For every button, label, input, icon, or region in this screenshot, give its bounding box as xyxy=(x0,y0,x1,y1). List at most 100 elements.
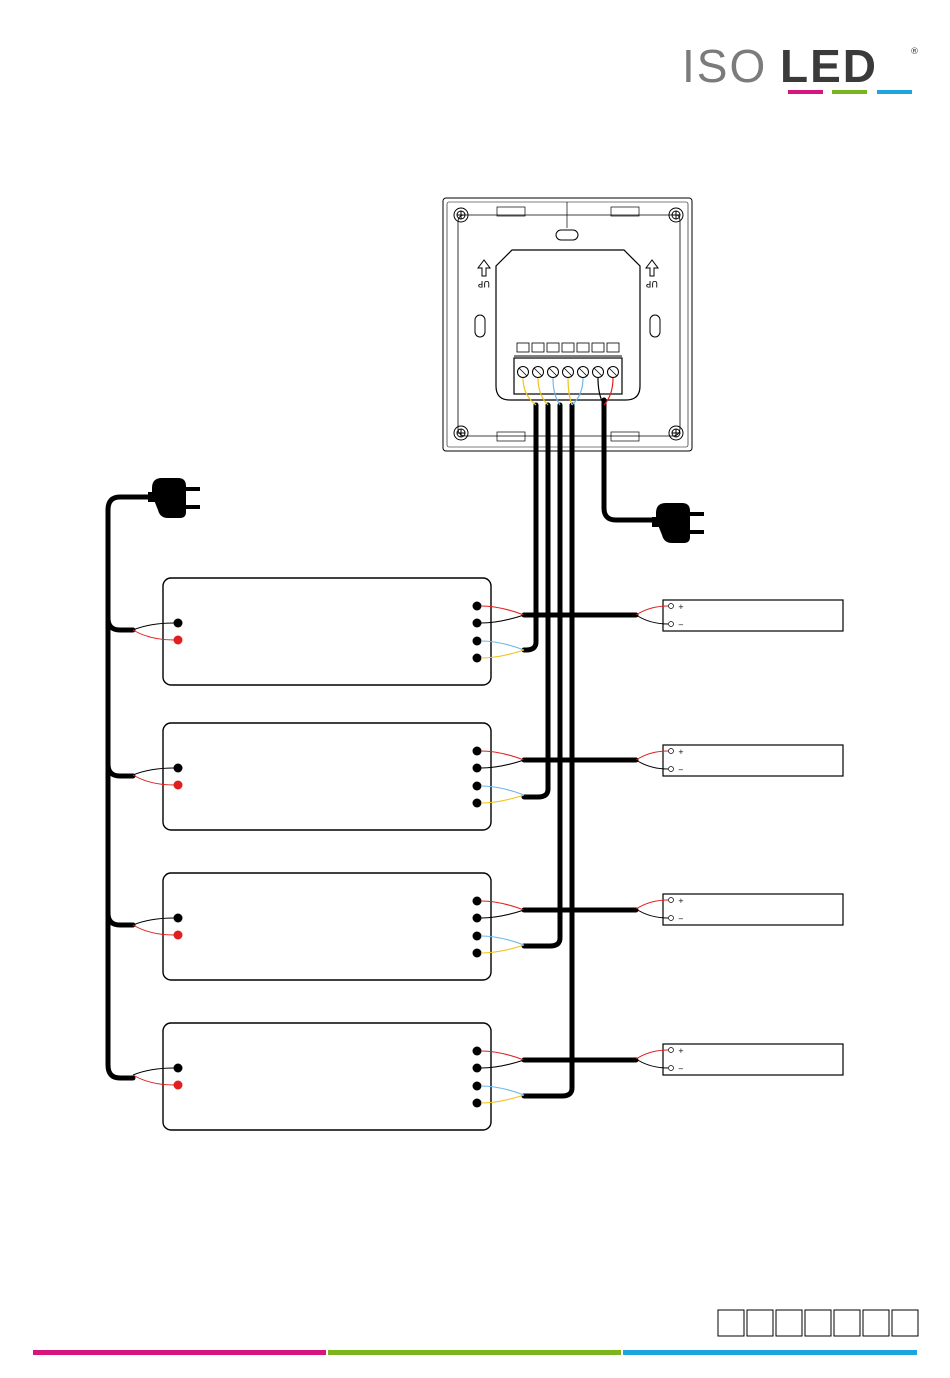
terminal-tab xyxy=(592,343,604,352)
terminal-screw-slot xyxy=(594,368,602,376)
receiver-terminal xyxy=(473,1082,482,1091)
up-label: UP xyxy=(477,278,490,288)
terminal-wire xyxy=(568,378,572,405)
receiver-terminal xyxy=(473,602,482,611)
power-plug-icon xyxy=(652,503,704,543)
mains-terminal-n xyxy=(174,1081,183,1090)
wiring-layer xyxy=(108,378,660,1096)
logo-text-bold: LED xyxy=(780,40,878,92)
strip-minus-label: − xyxy=(678,915,684,923)
receiver-wire xyxy=(481,615,524,623)
led-strip: +− xyxy=(636,894,843,925)
terminal-screw-slot xyxy=(549,368,557,376)
code-box xyxy=(834,1310,860,1336)
mains-terminal-l xyxy=(174,1064,183,1073)
code-box xyxy=(776,1310,802,1336)
mains-wire xyxy=(133,1068,174,1075)
mains-wire xyxy=(133,918,174,925)
strip-pad-plus xyxy=(669,749,674,754)
mains-terminal-n xyxy=(174,931,183,940)
mains-terminal-n xyxy=(174,636,183,645)
footer-bar-cyan xyxy=(623,1350,917,1355)
screw-icon xyxy=(454,426,468,440)
logo-registered: ® xyxy=(910,47,919,57)
receiver-wire xyxy=(481,945,524,953)
receiver-terminal xyxy=(473,1047,482,1056)
led-strip-body xyxy=(663,745,843,776)
receiver-wire xyxy=(481,901,524,910)
receiver-wire xyxy=(481,910,524,918)
footer-bar-green xyxy=(328,1350,621,1355)
strip-pad-minus xyxy=(669,622,674,627)
receiver-terminal xyxy=(473,1064,482,1073)
receiver-module xyxy=(133,873,524,980)
receiver-terminal xyxy=(473,949,482,958)
mains-wire xyxy=(133,768,174,775)
mains-terminal-l xyxy=(174,619,183,628)
terminal-tab xyxy=(562,343,574,352)
mains-branch xyxy=(108,618,133,630)
terminal-screw-slot xyxy=(564,368,572,376)
footer-bar-magenta xyxy=(33,1350,326,1355)
terminal-tab xyxy=(547,343,559,352)
receiver-wire xyxy=(481,751,524,760)
mains-wire xyxy=(133,630,174,640)
mains-terminal-l xyxy=(174,914,183,923)
receiver-terminal xyxy=(473,932,482,941)
led-strip-body xyxy=(663,894,843,925)
isoled-logo: ISO LED ® xyxy=(682,40,919,94)
receiver-housing xyxy=(163,578,491,685)
mains-wire xyxy=(133,623,174,630)
code-box xyxy=(718,1310,744,1336)
strip-plus-label: + xyxy=(678,897,684,905)
logo-bar-cyan xyxy=(877,90,912,94)
terminal-screw-slot xyxy=(609,368,617,376)
receiver-module xyxy=(133,1023,524,1130)
up-arrow-icon xyxy=(646,260,658,276)
terminal-screw-slot xyxy=(579,368,587,376)
led-strip: +− xyxy=(636,600,843,631)
receiver-terminal xyxy=(473,799,482,808)
terminal-screw-slot xyxy=(534,368,542,376)
terminal-tab xyxy=(517,343,529,352)
receiver-wire xyxy=(481,795,524,803)
logo-bar-magenta xyxy=(788,90,823,94)
receiver-terminal xyxy=(473,1099,482,1108)
mains-wire xyxy=(133,775,174,785)
receiver-wire xyxy=(481,1051,524,1060)
receiver-module xyxy=(133,723,524,830)
strip-minus-label: − xyxy=(678,766,684,774)
strip-pad-minus xyxy=(669,1066,674,1071)
wall-panel xyxy=(443,198,692,451)
strip-pad-plus xyxy=(669,898,674,903)
up-arrow-icon xyxy=(478,260,490,276)
receiver-terminal xyxy=(473,764,482,773)
code-box xyxy=(805,1310,831,1336)
mains-branch xyxy=(108,913,133,925)
mains-cable-right xyxy=(604,400,660,520)
code-box xyxy=(892,1310,918,1336)
logo-text-light: ISO xyxy=(682,40,767,92)
receiver-housing xyxy=(163,723,491,830)
terminal-wire xyxy=(553,378,560,405)
receiver-wire xyxy=(481,606,524,615)
terminal-screw-slot xyxy=(519,368,527,376)
mains-terminal-n xyxy=(174,781,183,790)
receiver-terminal xyxy=(473,619,482,628)
led-strip: +− xyxy=(636,745,843,776)
led-strip-body xyxy=(663,1044,843,1075)
power-plug-icon xyxy=(148,478,200,518)
terminal-pins xyxy=(517,343,619,378)
terminal-tab xyxy=(532,343,544,352)
receiver-terminal xyxy=(473,654,482,663)
mains-wire xyxy=(133,925,174,935)
terminal-tab xyxy=(607,343,619,352)
strip-pad-plus xyxy=(669,604,674,609)
code-box xyxy=(747,1310,773,1336)
receivers xyxy=(133,578,524,1130)
receiver-wire xyxy=(481,936,524,945)
logo-bar-green xyxy=(832,90,867,94)
receiver-module xyxy=(133,578,524,685)
led-strip-body xyxy=(663,600,843,631)
strip-plus-label: + xyxy=(678,748,684,756)
